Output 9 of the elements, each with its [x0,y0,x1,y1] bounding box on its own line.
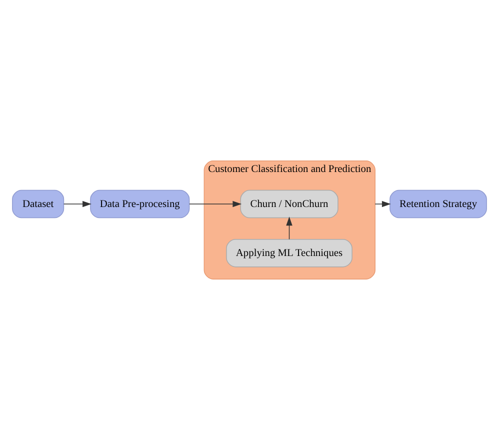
arrow [286,216,292,240]
arrow [189,200,242,207]
arrow [64,200,92,207]
node-box: Retention Strategy [390,189,487,218]
node-box: Dataset [12,189,64,218]
node-box: Churn / NonChurn [240,189,338,218]
node-box: Data Pre-procesing [90,189,190,218]
node-box: Applying ML Techniques [226,238,352,267]
arrow [374,200,391,207]
